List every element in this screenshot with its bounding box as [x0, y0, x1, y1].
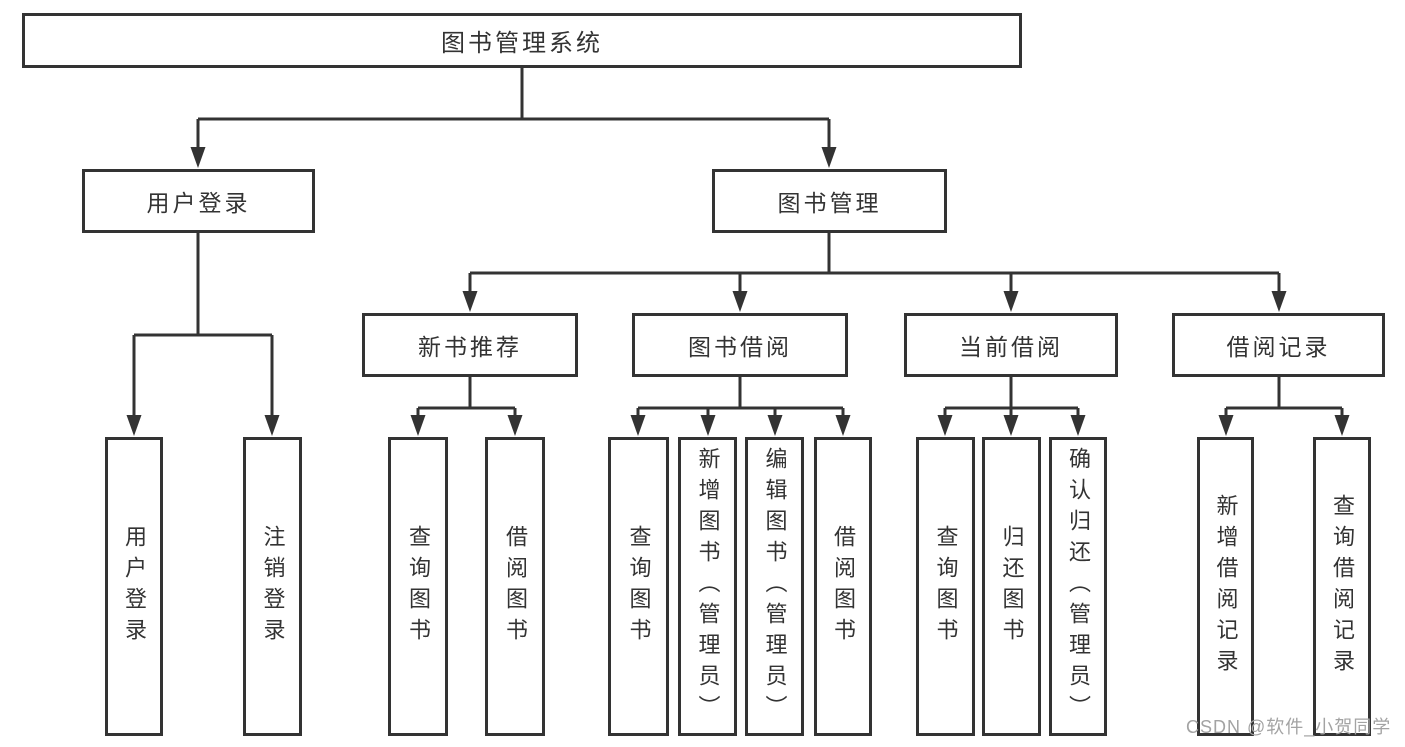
- leaf-query-borrow-record-label: 查询借阅记录: [1330, 493, 1355, 680]
- leaf-borrow-book-label: 借阅图书: [503, 524, 528, 649]
- leaf-user-login: 用户登录: [105, 437, 163, 736]
- leaf-logout: 注销登录: [243, 437, 302, 736]
- leaf-query-book-under-borrow: 查询图书: [608, 437, 669, 736]
- leaf-user-login-label: 用户登录: [122, 524, 147, 649]
- leaf-borrow-book-under-borrow: 借阅图书: [814, 437, 872, 736]
- node-current-borrow: 当前借阅: [904, 313, 1118, 377]
- leaf-query-book-label: 查询图书: [626, 524, 652, 649]
- leaf-borrow-book-label: 借阅图书: [831, 524, 856, 649]
- leaf-add-book-label: 新增图书（管理员）: [695, 447, 721, 726]
- leaf-logout-label: 注销登录: [260, 524, 286, 649]
- leaf-confirm-return-label: 确认归还（管理员）: [1066, 447, 1091, 726]
- node-book-borrow: 图书借阅: [632, 313, 848, 377]
- leaf-return-book: 归还图书: [982, 437, 1041, 736]
- node-root-system: 图书管理系统: [22, 13, 1022, 68]
- node-user-login: 用户登录: [82, 169, 315, 233]
- leaf-borrow-book-under-newrec: 借阅图书: [485, 437, 545, 736]
- leaf-edit-book-label: 编辑图书（管理员）: [762, 447, 788, 726]
- leaf-query-book-label: 查询图书: [933, 524, 959, 649]
- node-book-management: 图书管理: [712, 169, 947, 233]
- leaf-query-borrow-record: 查询借阅记录: [1313, 437, 1371, 736]
- leaf-add-book-admin: 新增图书（管理员）: [678, 437, 737, 736]
- leaf-query-book-under-current: 查询图书: [916, 437, 975, 736]
- node-borrow-record: 借阅记录: [1172, 313, 1385, 377]
- node-new-book-recommend: 新书推荐: [362, 313, 578, 377]
- leaf-add-borrow-record: 新增借阅记录: [1197, 437, 1254, 736]
- leaf-confirm-return-admin: 确认归还（管理员）: [1049, 437, 1107, 736]
- arrowheads: [126, 147, 1350, 436]
- csdn-watermark: CSDN @软件_小贺同学: [1186, 717, 1392, 737]
- leaf-query-book-under-newrec: 查询图书: [388, 437, 448, 736]
- leaf-edit-book-admin: 编辑图书（管理员）: [745, 437, 804, 736]
- leaf-query-book-label: 查询图书: [406, 524, 431, 649]
- leaf-return-book-label: 归还图书: [999, 524, 1025, 649]
- leaf-add-borrow-record-label: 新增借阅记录: [1213, 493, 1239, 680]
